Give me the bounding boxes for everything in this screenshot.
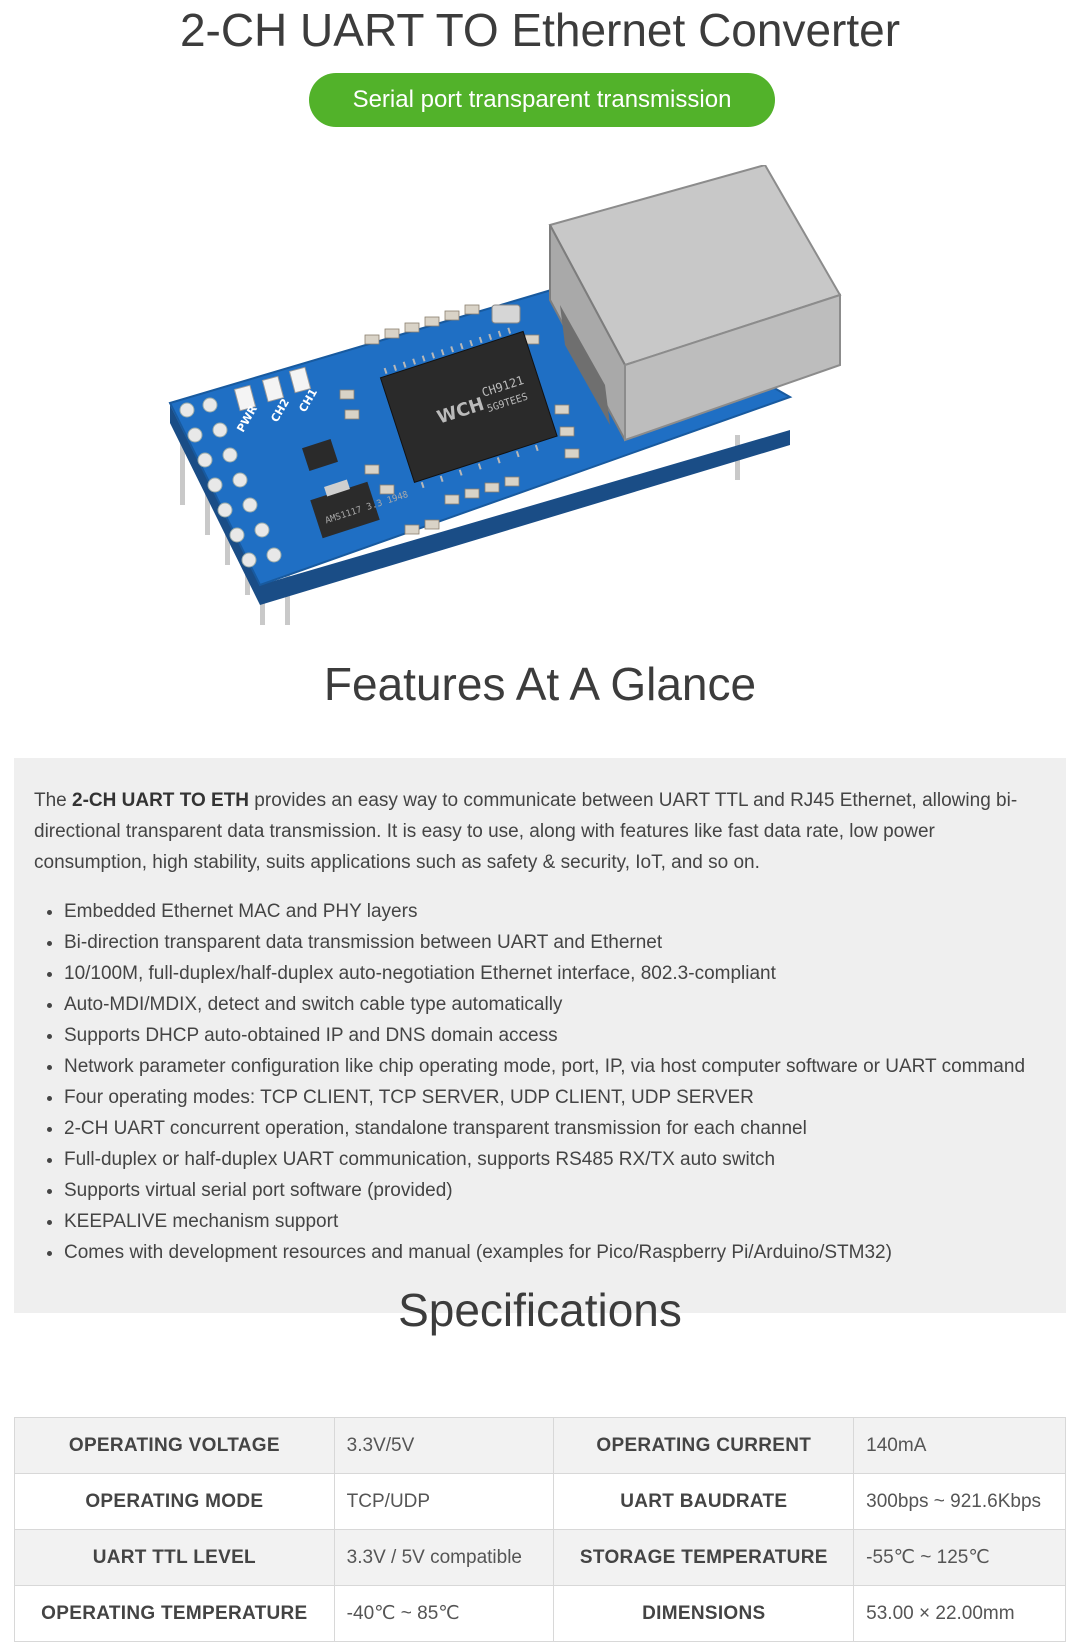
list-item: 10/100M, full-duplex/half-duplex auto-ne… — [64, 958, 1046, 989]
spec-key: OPERATING VOLTAGE — [14, 1417, 335, 1474]
list-item: Network parameter configuration like chi… — [64, 1051, 1046, 1082]
list-item: Bi-direction transparent data transmissi… — [64, 927, 1046, 958]
list-item: Auto-MDI/MDIX, detect and switch cable t… — [64, 989, 1046, 1020]
spec-value: -40℃ ~ 85℃ — [333, 1585, 555, 1642]
spec-key: OPERATING TEMPERATURE — [14, 1585, 335, 1642]
passive-components — [339, 304, 580, 535]
table-row: OPERATING TEMPERATURE -40℃ ~ 85℃ DIMENSI… — [14, 1585, 1066, 1642]
spec-value: 53.00 × 22.00mm — [853, 1585, 1066, 1642]
ch9121-chip: WCH CH9121 5G9TEES — [379, 327, 558, 489]
list-item: Supports virtual serial port software (p… — [64, 1175, 1046, 1206]
spec-key: UART TTL LEVEL — [14, 1529, 335, 1586]
intro-text: provides an easy way to communicate betw… — [34, 790, 1018, 873]
crystal-oscillator — [491, 304, 521, 324]
product-image: PWR CH2 CH1 — [165, 163, 895, 665]
spec-value: 300bps ~ 921.6Kbps — [853, 1473, 1066, 1530]
features-intro: The 2-CH UART TO ETH provides an easy wa… — [34, 785, 1046, 878]
spec-key: OPERATING CURRENT — [553, 1417, 855, 1474]
list-item: Full-duplex or half-duplex UART communic… — [64, 1144, 1046, 1175]
rj45-jack — [548, 163, 842, 442]
list-item: Comes with development resources and man… — [64, 1237, 1046, 1268]
list-item: Supports DHCP auto-obtained IP and DNS d… — [64, 1020, 1046, 1051]
list-item: 2-CH UART concurrent operation, standalo… — [64, 1113, 1046, 1144]
status-leds — [233, 366, 312, 412]
spec-key: UART BAUDRATE — [553, 1473, 855, 1530]
spec-value: 140mA — [853, 1417, 1066, 1474]
board-illustration: PWR CH2 CH1 — [168, 163, 842, 625]
table-row: OPERATING VOLTAGE 3.3V/5V OPERATING CURR… — [14, 1417, 1066, 1474]
specifications-table: OPERATING VOLTAGE 3.3V/5V OPERATING CURR… — [14, 1417, 1066, 1642]
specifications-heading: Specifications — [398, 1284, 682, 1336]
intro-product-name: 2-CH UART TO ETH — [72, 790, 250, 811]
table-row: OPERATING MODE TCP/UDP UART BAUDRATE 300… — [14, 1473, 1066, 1530]
list-item: KEEPALIVE mechanism support — [64, 1206, 1046, 1237]
table-row: UART TTL LEVEL 3.3V / 5V compatible STOR… — [14, 1529, 1066, 1586]
tagline-badge: Serial port transparent transmission — [309, 73, 775, 127]
intro-prefix: The — [34, 790, 73, 811]
features-list: Embedded Ethernet MAC and PHY layers Bi-… — [34, 896, 1046, 1268]
spec-value: TCP/UDP — [333, 1473, 555, 1530]
spec-key: STORAGE TEMPERATURE — [553, 1529, 855, 1586]
spec-value: -55℃ ~ 125℃ — [853, 1529, 1066, 1586]
spec-value: 3.3V / 5V compatible — [333, 1529, 555, 1586]
small-ic — [302, 438, 338, 472]
spec-value: 3.3V/5V — [333, 1417, 555, 1474]
gpio-header — [179, 397, 282, 568]
spec-key: OPERATING MODE — [14, 1473, 335, 1530]
list-item: Embedded Ethernet MAC and PHY layers — [64, 896, 1046, 927]
features-panel: The 2-CH UART TO ETH provides an easy wa… — [14, 758, 1066, 1313]
page-title: 2-CH UART TO Ethernet Converter — [179, 4, 901, 56]
spec-key: DIMENSIONS — [553, 1585, 855, 1642]
list-item: Four operating modes: TCP CLIENT, TCP SE… — [64, 1082, 1046, 1113]
features-heading: Features At A Glance — [323, 658, 757, 710]
